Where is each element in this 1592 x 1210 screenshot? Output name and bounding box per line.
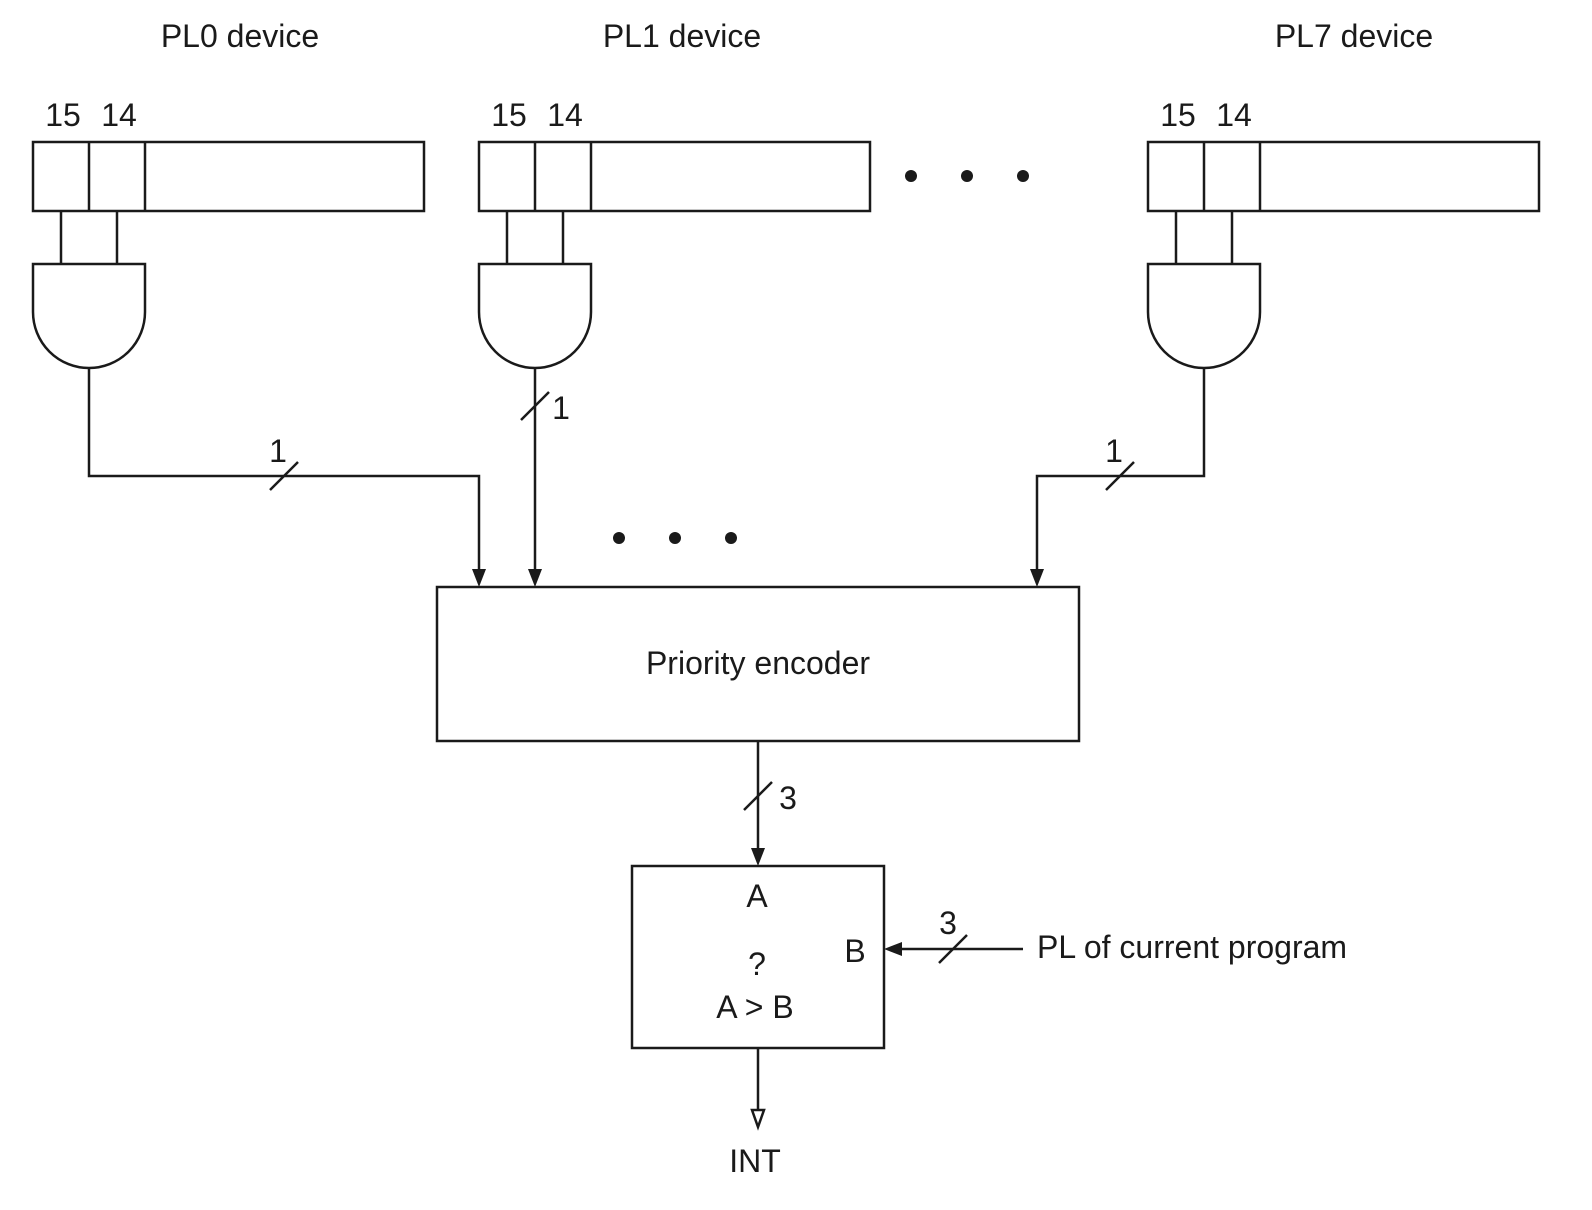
comparator-condition: A > B [716,989,793,1025]
bit-wires-pl1 [505,211,565,264]
wire-int-output [750,1048,766,1131]
bit-label-14-pl0: 14 [101,97,137,133]
bit-label-14-pl7: 14 [1216,97,1252,133]
wire-current-pl-to-comparator [884,934,1023,964]
priority-encoder-box [435,585,1081,743]
device-title-pl1: PL1 device [603,18,761,54]
bit-wires-pl7 [1174,211,1234,264]
comparator-box [630,864,886,1050]
width-label-pl7: 1 [1105,433,1123,469]
bit-label-15-pl1: 15 [491,97,527,133]
current-pl-label: PL of current program [1037,929,1347,965]
register-pl1 [477,140,872,213]
and-gate-pl7 [1146,262,1262,370]
wire-encoder-to-comparator [743,741,773,866]
ellipsis-inputs [613,532,737,544]
wire-pl0-to-encoder [87,368,486,587]
and-gate-pl1 [477,262,593,370]
width-label-pl1: 1 [552,390,570,426]
device-title-pl7: PL7 device [1275,18,1433,54]
width-label-encoder-output: 3 [779,780,797,816]
comparator-input-b: B [844,933,865,969]
bit-wires-pl0 [59,211,119,264]
bit-label-15-pl0: 15 [45,97,81,133]
wire-pl1-to-encoder [520,368,550,587]
priority-encoder-label: Priority encoder [646,645,870,681]
comparator-question: ? [748,946,766,982]
ellipsis-registers [905,170,1029,182]
register-pl0 [31,140,426,213]
int-output-label: INT [729,1143,781,1179]
register-pl7 [1146,140,1541,213]
bit-label-15-pl7: 15 [1160,97,1196,133]
and-gate-pl0 [31,262,147,370]
wire-pl7-to-encoder [1030,368,1206,587]
comparator-input-a: A [746,878,768,914]
width-label-pl0: 1 [269,433,287,469]
width-label-current-pl: 3 [939,905,957,941]
bit-label-14-pl1: 14 [547,97,583,133]
device-title-pl0: PL0 device [161,18,319,54]
